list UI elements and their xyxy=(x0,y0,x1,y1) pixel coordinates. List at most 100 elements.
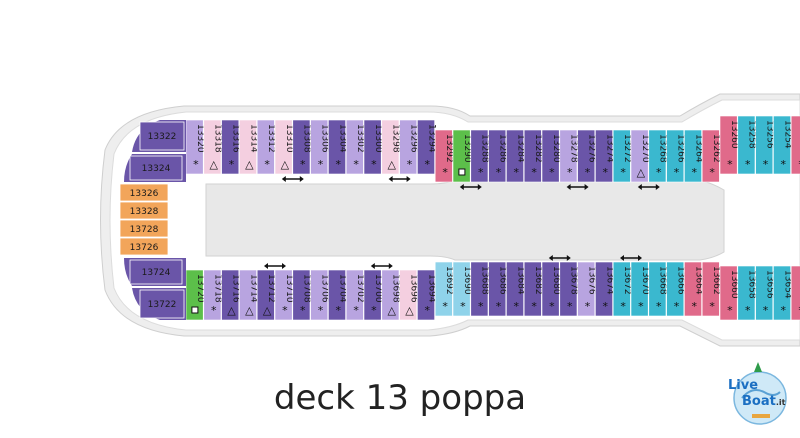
cabin-13724[interactable] xyxy=(129,259,183,285)
triangle-icon: △ xyxy=(227,304,236,317)
cabin-13306[interactable] xyxy=(310,119,329,175)
cabin-13710[interactable] xyxy=(274,269,293,321)
cabin-13676[interactable] xyxy=(577,261,596,317)
cabin-label: 13306 xyxy=(320,124,330,153)
cabin-label: 13304 xyxy=(337,124,347,153)
cabin-13686[interactable] xyxy=(488,261,507,317)
cabin-13276[interactable] xyxy=(577,129,596,183)
cabin-13292[interactable] xyxy=(434,129,453,183)
star-icon: * xyxy=(353,304,359,317)
star-icon: * xyxy=(318,158,324,171)
cabin-13310[interactable] xyxy=(274,119,293,175)
cabin-13666[interactable] xyxy=(666,261,685,317)
cabin-13288[interactable] xyxy=(470,129,489,183)
cabin-13258[interactable] xyxy=(737,115,756,175)
cabin-13278[interactable] xyxy=(559,129,578,183)
cabin-13308[interactable] xyxy=(292,119,311,175)
cabin-13272[interactable] xyxy=(612,129,631,183)
cabin-13254[interactable] xyxy=(773,115,791,175)
cabin-13256[interactable] xyxy=(755,115,774,175)
cabin-13702[interactable] xyxy=(345,269,364,321)
cabin-13708[interactable] xyxy=(292,269,311,321)
cabin-label: 13694 xyxy=(426,274,436,303)
cabin-13718[interactable] xyxy=(203,269,222,321)
cabin-13680[interactable] xyxy=(541,261,560,317)
cabin-label: 13278 xyxy=(569,134,579,163)
cabin-13714[interactable] xyxy=(239,269,257,321)
cabin-13298[interactable] xyxy=(381,119,400,175)
cabin-13262[interactable] xyxy=(701,129,720,183)
cabin-13314[interactable] xyxy=(239,119,257,175)
cabin-13698[interactable] xyxy=(381,269,400,321)
star-icon: * xyxy=(353,158,359,171)
cabin-13658[interactable] xyxy=(737,265,756,321)
cabin-13712[interactable] xyxy=(256,269,275,321)
cabin-13284[interactable] xyxy=(506,129,524,183)
cabin-13688[interactable] xyxy=(470,261,489,317)
cabin-13660[interactable] xyxy=(719,265,738,321)
cabin-13706[interactable] xyxy=(310,269,329,321)
star-icon: * xyxy=(514,166,520,179)
cabin-label: 13284 xyxy=(515,134,525,163)
triangle-icon: △ xyxy=(245,304,254,317)
cabin-13654[interactable] xyxy=(773,265,791,321)
cabin-13280[interactable] xyxy=(541,129,560,183)
cabin-13722[interactable] xyxy=(139,289,185,319)
star-icon: * xyxy=(549,166,555,179)
cabin-13268[interactable] xyxy=(648,129,667,183)
cabin-13302[interactable] xyxy=(345,119,364,175)
cabin-13264[interactable] xyxy=(684,129,702,183)
cabin-13726[interactable] xyxy=(119,237,169,256)
cabin-13286[interactable] xyxy=(488,129,507,183)
cabin-13316[interactable] xyxy=(221,119,240,175)
cabin-13304[interactable] xyxy=(328,119,346,175)
cabin-label: 13654 xyxy=(782,270,792,299)
star-icon: * xyxy=(709,166,715,179)
star-icon: * xyxy=(300,158,306,171)
cabin-13670[interactable] xyxy=(630,261,649,317)
cabin-13294[interactable] xyxy=(417,119,435,175)
cabin-13684[interactable] xyxy=(506,261,524,317)
corridor xyxy=(205,179,725,261)
cabin-13260[interactable] xyxy=(719,115,738,175)
cabin-13728[interactable] xyxy=(119,219,169,238)
cabin-13672[interactable] xyxy=(612,261,631,317)
cabin-13700[interactable] xyxy=(363,269,382,321)
cabin-13282[interactable] xyxy=(523,129,542,183)
cabin-label: 13280 xyxy=(551,134,561,163)
cabin-13690[interactable] xyxy=(452,261,471,317)
cabin-13716[interactable] xyxy=(221,269,240,321)
cabin-13662[interactable] xyxy=(701,261,720,317)
cabin-13318[interactable] xyxy=(203,119,222,175)
cabin-13668[interactable] xyxy=(648,261,667,317)
cabin-label: 13672 xyxy=(622,266,632,295)
cabin-13692[interactable] xyxy=(434,261,453,317)
cabin-label: 13290 xyxy=(462,134,472,163)
cabin-13664[interactable] xyxy=(684,261,702,317)
cabin-label: 13312 xyxy=(266,124,276,153)
cabin-13266[interactable] xyxy=(666,129,685,183)
connecting-door-icon xyxy=(566,184,589,190)
cabin-13290[interactable] xyxy=(452,129,471,183)
star-icon: * xyxy=(603,300,609,313)
cabin-13696[interactable] xyxy=(399,269,418,321)
cabin-13674[interactable] xyxy=(595,261,613,317)
cabin-13270[interactable] xyxy=(630,129,649,183)
connecting-door-icon xyxy=(620,255,642,261)
cabin-13322[interactable] xyxy=(139,121,185,151)
cabin-13312[interactable] xyxy=(256,119,275,175)
triangle-icon: △ xyxy=(387,304,396,317)
cabin-13694[interactable] xyxy=(417,269,435,321)
cabin-13326[interactable] xyxy=(119,183,169,202)
cabin-13274[interactable] xyxy=(595,129,613,183)
cabin-13704[interactable] xyxy=(328,269,346,321)
cabin-13300[interactable] xyxy=(363,119,382,175)
cabin-13324[interactable] xyxy=(129,155,183,181)
cabin-label: 13262 xyxy=(711,134,721,163)
cabin-13682[interactable] xyxy=(523,261,542,317)
cabin-13328[interactable] xyxy=(119,201,169,220)
cabin-13656[interactable] xyxy=(755,265,774,321)
cabin-13678[interactable] xyxy=(559,261,578,317)
cabin-13296[interactable] xyxy=(399,119,418,175)
cabin-label: 13662 xyxy=(711,266,721,295)
